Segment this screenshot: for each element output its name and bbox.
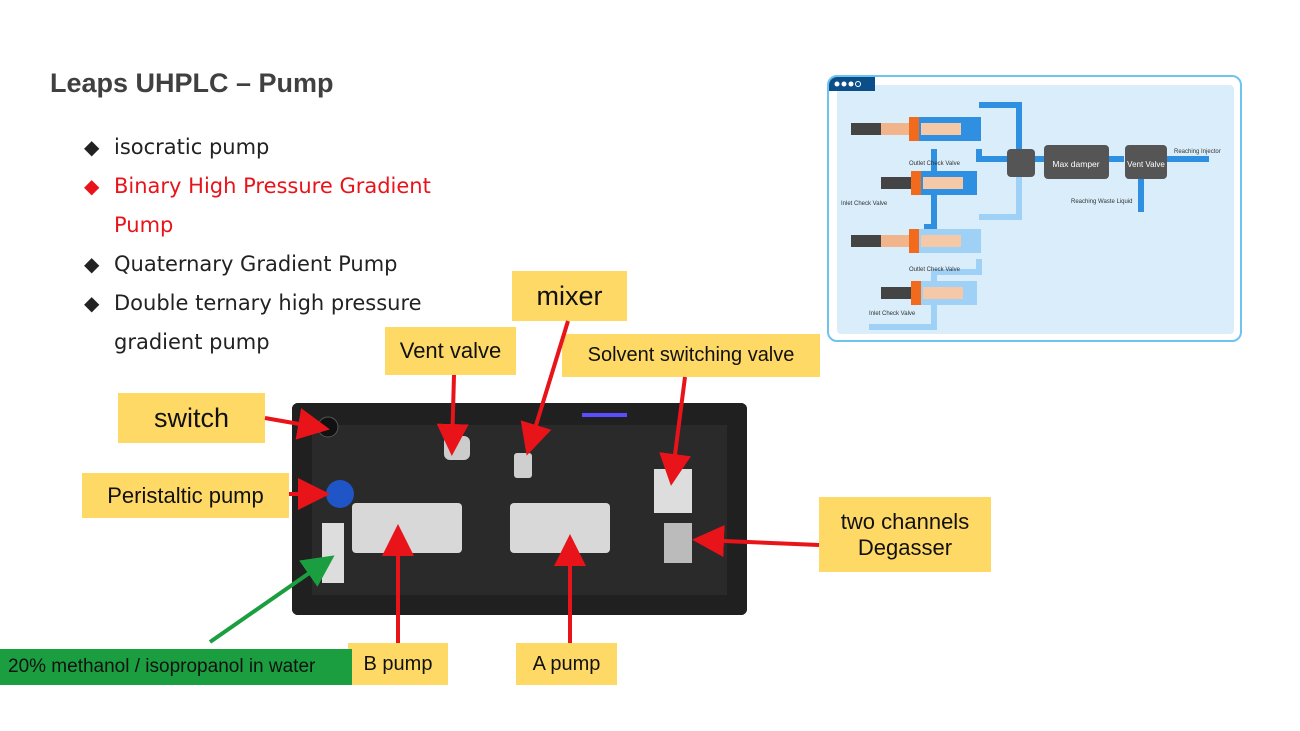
arrow-mixer bbox=[520, 320, 570, 456]
pump-module-photo bbox=[292, 403, 747, 615]
pump-flow-diagram: Max damper Vent Valve Outlet Check Valve… bbox=[827, 75, 1242, 342]
vent-valve-box bbox=[1125, 145, 1167, 179]
callout-b-pump: B pump bbox=[348, 643, 448, 685]
bullet-text: isocratic pump bbox=[114, 135, 270, 159]
bullet-item-binary: ◆ Binary High Pressure Gradient Pump bbox=[84, 167, 444, 245]
callout-solvent-switching-valve: Solvent switching valve bbox=[562, 334, 820, 377]
bullet-text: Double ternary high pressure gradient pu… bbox=[114, 291, 422, 354]
mixer-block bbox=[1007, 149, 1035, 177]
pump-assemblies bbox=[851, 117, 981, 305]
mixer-body bbox=[514, 453, 532, 478]
arrow-switch bbox=[264, 408, 330, 440]
diamond-bullet-icon: ◆ bbox=[84, 174, 100, 198]
max-damper-box bbox=[1044, 145, 1109, 179]
outlet-check-valve-label: Outlet Check Valve bbox=[909, 267, 961, 273]
arrow-degasser bbox=[692, 525, 820, 557]
callout-degasser-line1: two channels bbox=[840, 508, 970, 534]
max-damper-label: Max damper bbox=[1052, 159, 1099, 169]
bullet-item-quaternary: ◆ Quaternary Gradient Pump bbox=[84, 245, 444, 284]
diamond-bullet-icon: ◆ bbox=[84, 291, 100, 315]
callout-methanol-solution: 20% methanol / isopropanol in water bbox=[0, 649, 352, 685]
arrow-methanol bbox=[208, 555, 335, 644]
callout-degasser: two channels Degasser bbox=[819, 497, 991, 572]
bullet-text: Binary High Pressure Gradient Pump bbox=[114, 174, 431, 237]
callout-degasser-line2: Degasser bbox=[857, 534, 953, 560]
outlet-check-valve-label: Outlet Check Valve bbox=[909, 161, 961, 167]
bullet-list: ◆ isocratic pump ◆ Binary High Pressure … bbox=[84, 128, 444, 362]
device-illustration bbox=[292, 403, 747, 615]
flow-lines-light bbox=[869, 172, 1022, 330]
callout-vent-valve: Vent valve bbox=[385, 327, 516, 375]
callout-peristaltic-pump: Peristaltic pump bbox=[82, 473, 289, 518]
callout-mixer: mixer bbox=[512, 271, 627, 321]
peristaltic-pump-head bbox=[326, 480, 354, 508]
slide-title: Leaps UHPLC – Pump bbox=[50, 68, 334, 98]
reaching-injector-label: Reaching Injector bbox=[1174, 149, 1221, 155]
arrow-solvent bbox=[659, 376, 691, 486]
bullet-text: Quaternary Gradient Pump bbox=[114, 252, 398, 276]
bullet-item-double-ternary: ◆ Double ternary high pressure gradient … bbox=[84, 284, 444, 362]
reaching-waste-label: Reaching Waste Liquid bbox=[1071, 199, 1132, 205]
bullet-item-isocratic: ◆ isocratic pump bbox=[84, 128, 444, 167]
arrow-vent bbox=[436, 374, 469, 456]
callout-a-pump: A pump bbox=[516, 643, 617, 685]
degasser-ports bbox=[664, 523, 692, 563]
status-led bbox=[582, 413, 627, 417]
diamond-bullet-icon: ◆ bbox=[84, 252, 100, 276]
inlet-check-valve-label: Inlet Check Valve bbox=[869, 311, 916, 317]
diamond-bullet-icon: ◆ bbox=[84, 135, 100, 159]
callout-switch: switch bbox=[118, 393, 265, 443]
inlet-check-valve-label: Inlet Check Valve bbox=[841, 201, 888, 207]
flow-diagram-svg: Max damper Vent Valve Outlet Check Valve… bbox=[829, 77, 1221, 330]
vent-valve-label: Vent Valve bbox=[1127, 160, 1165, 169]
